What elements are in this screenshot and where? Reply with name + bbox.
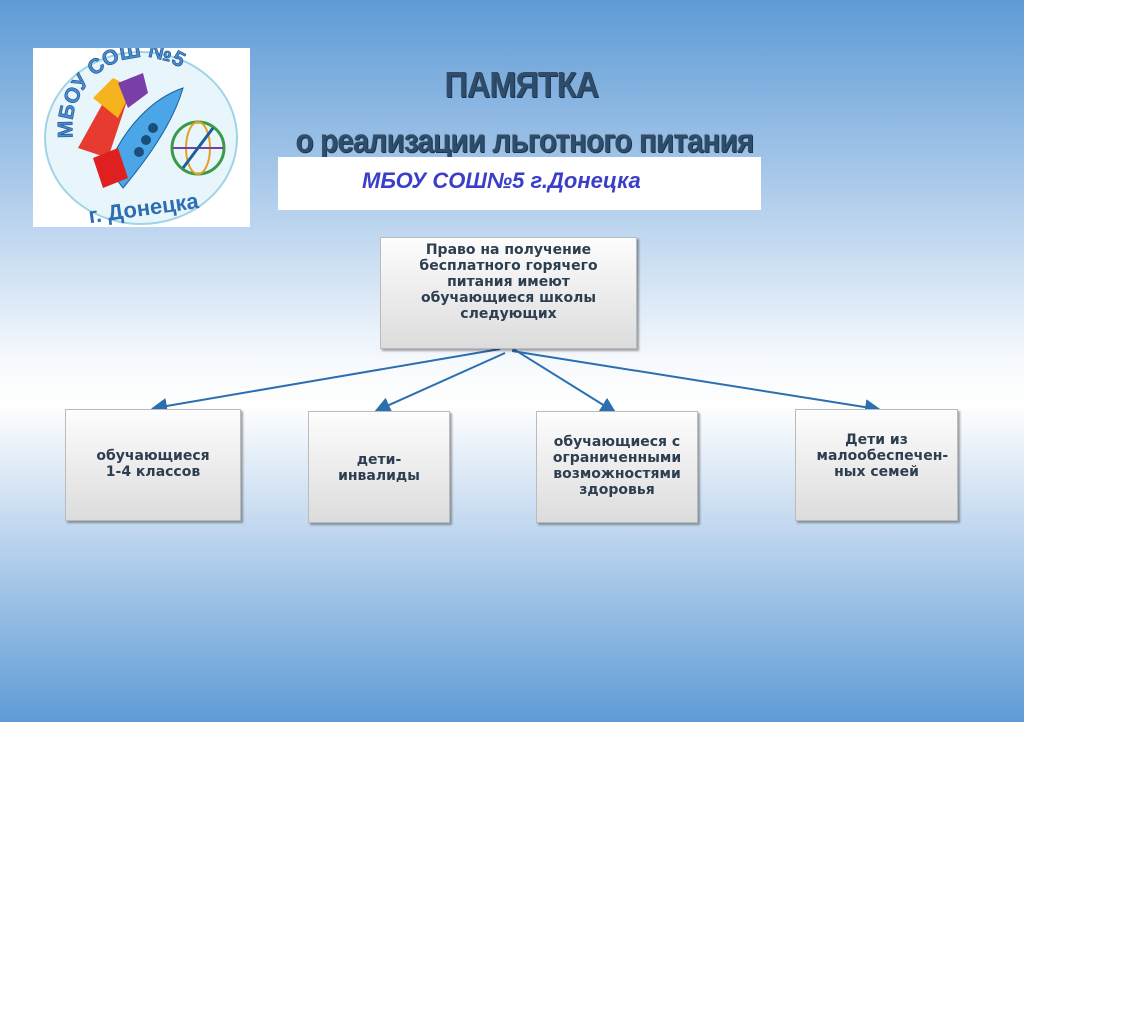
connector-arrows [151,344,881,416]
school-name-banner: МБОУ СОШ№5 г.Донецка [278,157,761,210]
category-text: дети-инвалиды [338,452,420,484]
category-text: обучающиеся с ограниченными возможностям… [552,434,682,498]
subtitle: о реализации льготного питания [295,122,754,159]
slide: МБОУ СОШ №5 г. Донецка ПАМЯТКА о реализа… [0,0,1024,722]
school-logo: МБОУ СОШ №5 г. Донецка [33,39,250,228]
arrow-3 [506,344,617,414]
school-name: МБОУ СОШ№5 г.Донецка [362,168,641,193]
category-box: обучающиеся 1-4 классов [65,409,241,521]
arrow-4 [511,350,881,416]
root-box: Право на получение бесплатного горячего … [380,237,637,349]
title: ПАМЯТКА [444,64,600,105]
arrow-2 [374,352,506,413]
category-text: Дети из малообеспечен-ных семей [816,432,949,480]
category-text: обучающиеся 1-4 классов [96,448,210,480]
category-box: обучающиеся с ограниченными возможностям… [536,411,698,523]
root-text: Право на получение бесплатного горячего … [419,242,598,322]
category-box: Дети из малообеспечен-ных семей [795,409,958,521]
arrow-1 [151,348,501,414]
category-box: дети-инвалиды [308,411,450,523]
